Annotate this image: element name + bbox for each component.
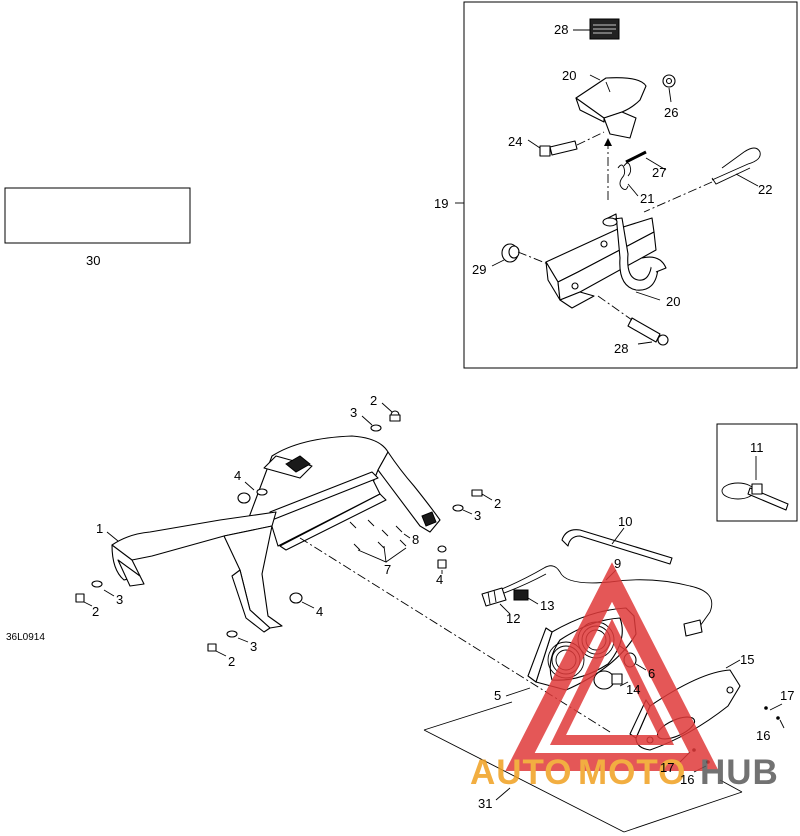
callout-12: 12: [506, 611, 520, 626]
callout-22: 21: [640, 191, 654, 206]
callout-29: 29: [472, 262, 486, 277]
callout-6: 6: [648, 666, 655, 681]
callout-20: 20: [666, 294, 680, 309]
screws-7-8: [349, 519, 407, 551]
watermark-text-moto: MOTO: [578, 753, 686, 792]
nut-25-part: [662, 74, 676, 88]
kit-outline-31: [423, 701, 743, 833]
callout-30: 30: [86, 253, 100, 268]
bolt-28-part: [627, 317, 669, 346]
pin-26-part: [625, 150, 647, 164]
nut-4-lower: [289, 592, 303, 604]
watermark-logo: AUTO MOTO HUB: [470, 562, 779, 792]
hitch-pin-23-part: [711, 147, 761, 185]
nut-4-right: [437, 545, 447, 569]
callout-9: 9: [614, 556, 621, 571]
callout-4-upper: 4: [234, 468, 241, 483]
rear-rack-part: [111, 435, 441, 633]
callout-19: 19: [434, 196, 448, 211]
watermark-text-auto: AUTO: [470, 753, 573, 792]
callout-28: 28: [614, 341, 628, 356]
callout-17-right: 17: [780, 688, 794, 703]
callout-15: 15: [740, 652, 754, 667]
callout-10: 10: [618, 514, 632, 529]
fastener-bottom-2-3: [207, 630, 238, 652]
callout-24: 24: [508, 134, 522, 149]
callout-31: 31: [478, 796, 492, 811]
callout-16-right: 16: [756, 728, 770, 743]
socket-part: [683, 619, 703, 637]
callout-5: 5: [494, 688, 501, 703]
callout-3-left: 3: [116, 592, 123, 607]
inset-frame-30: [4, 187, 191, 244]
nut-4-upper: [237, 488, 268, 504]
screw-17-16-right: [764, 706, 780, 720]
inset-frame-tie-wrap: [716, 423, 798, 522]
callout-8: 8: [412, 532, 419, 547]
connector-12-part: [481, 587, 507, 607]
callout-17-lower: 17: [660, 760, 674, 775]
callout-14: 14: [626, 682, 640, 697]
callout-23: 22: [758, 182, 772, 197]
callout-3-bottom: 3: [250, 639, 257, 654]
callout-26: 27: [652, 165, 666, 180]
callout-4-lower: 4: [316, 604, 323, 619]
hook-handle-part: [575, 77, 647, 139]
harness-9-part: [489, 565, 713, 627]
callout-7: 7: [384, 562, 391, 577]
callout-25: 26: [664, 105, 678, 120]
cargo-hook-base-part: [545, 213, 667, 309]
callout-13: 13: [540, 598, 554, 613]
callout-27: 28: [554, 22, 568, 37]
callout-4-right: 4: [436, 572, 443, 587]
grommet-29-part: [501, 243, 520, 263]
callout-3-top: 3: [350, 405, 357, 420]
callout-2-left: 2: [92, 604, 99, 619]
connector-13-part: [513, 589, 529, 601]
tie-wrap-11-part: [721, 482, 789, 511]
watermark-text-hub: HUB: [700, 753, 779, 792]
bulb-14-part: [593, 670, 623, 690]
spring-22-part: [617, 162, 632, 191]
callout-3-right: 3: [474, 508, 481, 523]
callout-2-right: 2: [494, 496, 501, 511]
callout-2-bottom: 2: [228, 654, 235, 669]
callout-2-top: 2: [370, 393, 377, 408]
tube-10-part: [561, 529, 673, 565]
callout-16-lower: 16: [680, 772, 694, 787]
callout-11: 11: [750, 440, 764, 455]
fastener-right-2-3: [452, 489, 483, 512]
callout-21: 20: [562, 68, 576, 83]
fastener-left-2-3: [75, 580, 103, 603]
bolt-24-part: [539, 140, 578, 157]
diagram-code: 36L0914: [6, 632, 45, 643]
inset-frame-cargo-hook: [463, 1, 798, 369]
callout-1: 1: [96, 521, 103, 536]
fastener-top-2-3: [370, 410, 401, 432]
